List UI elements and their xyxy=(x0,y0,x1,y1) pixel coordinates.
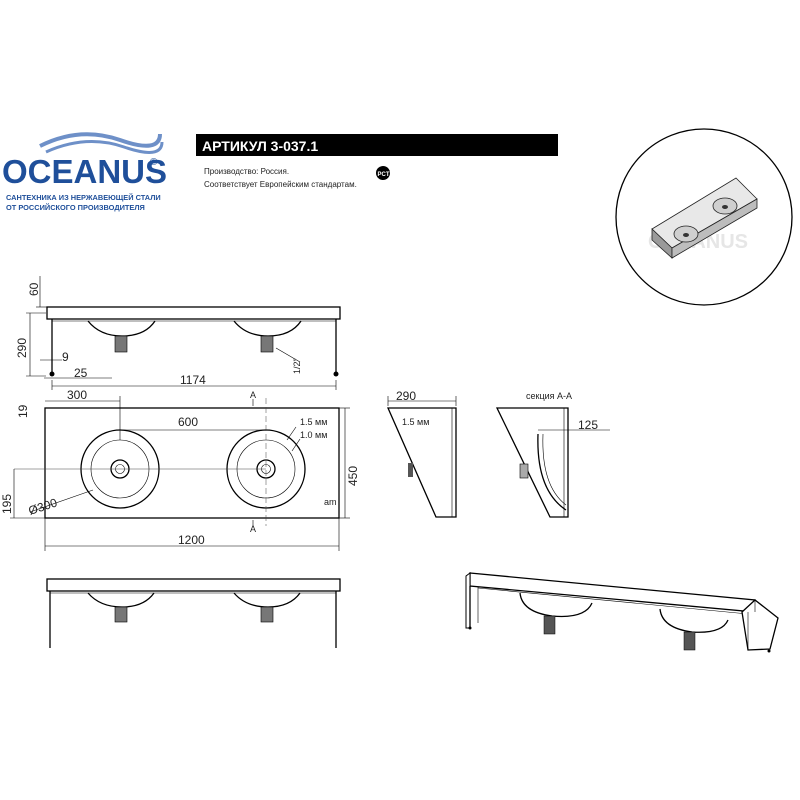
dim-195-label: 195 xyxy=(0,494,14,514)
brand-tagline-2: ОТ РОССИЙСКОГО ПРОИЗВОДИТЕЛЯ xyxy=(6,203,145,212)
standards-line: Соответствует Европейским стандартам. xyxy=(204,180,357,189)
dim-1200-label: 1200 xyxy=(178,533,205,547)
dimension-1174: 1174 xyxy=(51,373,337,390)
svg-text:am: am xyxy=(324,497,337,507)
plan-outline xyxy=(44,407,340,519)
section-mark-bottom: A xyxy=(250,524,256,534)
dim-125-label: 125 xyxy=(578,418,598,432)
section-mark-top: A xyxy=(250,390,256,400)
origin-line: Производство: Россия. xyxy=(204,167,289,176)
bottom-bowl-left xyxy=(87,592,155,608)
dim-19-label: 19 xyxy=(16,404,30,418)
side-dim-290-label: 290 xyxy=(396,389,416,403)
iso-drain-left xyxy=(543,615,556,635)
front-drain-left xyxy=(114,335,128,353)
svg-text:1/2": 1/2" xyxy=(292,358,302,374)
article-banner xyxy=(196,134,558,156)
bottom-front-view xyxy=(46,578,341,648)
preview-basin-side xyxy=(671,198,758,259)
front-elevation: 1/2" xyxy=(46,306,341,377)
dimension-25: 25 xyxy=(44,366,112,380)
iso-drain-right xyxy=(683,631,696,651)
certification-icon: PCT xyxy=(376,166,390,180)
dim-25-label: 25 xyxy=(74,366,88,380)
dimension-60: 60 xyxy=(27,276,47,308)
section-profile xyxy=(495,407,569,518)
logo-wave-2 xyxy=(45,140,164,154)
preview-circle: OCEANUS xyxy=(615,128,793,306)
front-drain-right xyxy=(260,335,274,353)
logo-wave-1 xyxy=(39,132,162,148)
dimension-450: 450 xyxy=(339,407,360,519)
section-title: секция А-А xyxy=(526,391,572,401)
dim-60-label: 60 xyxy=(27,282,41,296)
dimension-9: 9 xyxy=(40,350,69,364)
dimension-300: 300 xyxy=(45,388,121,440)
bottom-bowl-right xyxy=(233,592,301,608)
brand-reg-mark: ® xyxy=(150,157,158,168)
preview-drain-right xyxy=(722,205,728,209)
side-drain-stub xyxy=(408,463,413,477)
dimension-diameter-300: Ø300 xyxy=(27,489,94,518)
brand-name: OCEANUS xyxy=(2,153,167,190)
dimension-1200: 1200 xyxy=(44,518,340,551)
iso-bowl-right xyxy=(659,608,729,633)
section-marks: A A xyxy=(250,390,256,534)
side-profile xyxy=(387,407,457,518)
dimension-290: 290 xyxy=(15,312,46,377)
dim-1174-label: 1174 xyxy=(180,373,206,387)
dimension-19: 19 xyxy=(16,404,30,418)
section-drain xyxy=(519,463,529,479)
thickness-15-label: 1.5 мм xyxy=(300,417,327,427)
bottom-top-shelf xyxy=(46,578,341,592)
dim-dia300-label: Ø300 xyxy=(27,495,60,517)
side-thickness-label: 1.5 мм xyxy=(402,417,429,427)
dim-9-label: 9 xyxy=(62,350,69,364)
front-bowl-left xyxy=(87,320,156,337)
dim-290-label: 290 xyxy=(15,338,29,358)
dimension-600: 600 xyxy=(120,415,266,431)
thickness-10-label: 1.0 мм xyxy=(300,430,327,440)
iso-top-surface xyxy=(469,572,756,613)
dim-300-label: 300 xyxy=(67,388,87,402)
preview-drain-left xyxy=(683,233,689,237)
plan-view: am xyxy=(14,398,340,527)
front-top-shelf xyxy=(46,306,341,320)
article-number: АРТИКУЛ 3-037.1 xyxy=(202,138,318,154)
dimension-195: 195 xyxy=(0,469,45,519)
section-bowl-curve xyxy=(537,433,567,511)
certification-mark: PCT xyxy=(378,172,390,178)
front-bowl-right xyxy=(233,320,302,337)
side-view: 290 1.5 мм xyxy=(387,389,457,518)
oceanus-logo: OCEANUS ® САНТЕХНИКА ИЗ НЕРЖАВЕЮЩЕЙ СТАЛ… xyxy=(2,132,167,212)
bottom-drain-left xyxy=(114,606,128,623)
section-a-a: секция А-А 125 xyxy=(495,391,610,518)
brand-tagline-1: САНТЕХНИКА ИЗ НЕРЖАВЕЮЩЕЙ СТАЛИ xyxy=(6,193,161,202)
bottom-drain-right xyxy=(260,606,274,623)
dim-600-label: 600 xyxy=(178,415,198,429)
dim-450-label: 450 xyxy=(346,466,360,486)
iso-side-panel xyxy=(741,599,779,651)
isometric-view xyxy=(465,572,779,653)
